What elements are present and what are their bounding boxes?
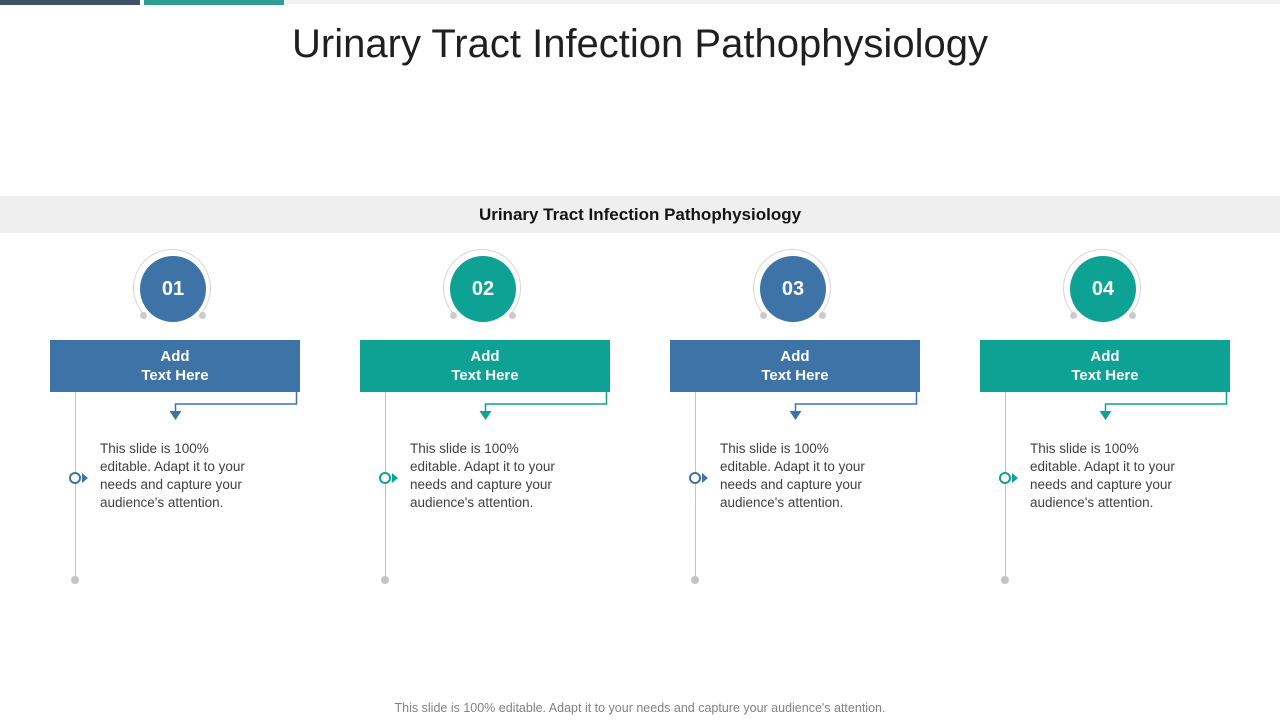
arc-dot-left [140,312,147,319]
timeline-line [1005,392,1006,580]
step-number-circle: 04 [1070,256,1136,322]
progress-arc [133,249,211,327]
marker-arrow-icon [1012,473,1018,483]
timeline-line [385,392,386,580]
step-description: This slide is 100% editable. Adapt it to… [720,441,865,510]
timeline-end-dot [381,576,389,584]
timeline-line [75,392,76,580]
connector-arrow [1099,392,1228,420]
add-text-box[interactable]: Add Text Here [50,340,300,392]
add-text-box[interactable]: Add Text Here [980,340,1230,392]
step-number: 02 [471,277,495,300]
add-text-box[interactable]: Add Text Here [670,340,920,392]
timeline-end-dot [71,576,79,584]
step-description: This slide is 100% editable. Adapt it to… [410,441,555,510]
timeline-line [695,392,696,580]
add-text-box[interactable]: Add Text Here [360,340,610,392]
section-banner: Urinary Tract Infection Pathophysiology [0,196,1280,233]
timeline-marker [689,472,701,484]
step-description: This slide is 100% editable. Adapt it to… [100,441,245,510]
marker-arrow-icon [392,473,398,483]
step-column-1: 01 Add Text Here This slide is 100% edit… [50,248,300,608]
add-text-label: Add Text Here [141,348,209,384]
banner-title: Urinary Tract Infection Pathophysiology [478,204,802,224]
timeline-end-dot [691,576,699,584]
topbar-segment-teal [144,0,284,5]
marker-arrow-icon [702,473,708,483]
arc-dot-left [1070,312,1077,319]
step-number: 04 [1091,277,1115,300]
step-column-3: 03 Add Text Here This slide is 100% edit… [670,248,920,608]
timeline-marker [999,472,1011,484]
connector-arrow [789,392,918,420]
step-column-2: 02 Add Text Here This slide is 100% edit… [360,248,610,608]
progress-arc [443,249,521,327]
connector-arrow [169,392,298,420]
step-number-circle: 02 [450,256,516,322]
timeline-marker [379,472,391,484]
step-description: This slide is 100% editable. Adapt it to… [1030,441,1175,510]
slide-title: Urinary Tract Infection Pathophysiology [292,22,988,66]
timeline-marker [69,472,81,484]
progress-arc [1063,249,1141,327]
step-number: 01 [161,277,185,300]
connector-arrow [479,392,608,420]
footer-note: This slide is 100% editable. Adapt it to… [394,701,886,715]
progress-arc [753,249,831,327]
topbar-segment-dark [0,0,140,5]
arc-dot-right [509,312,516,319]
arc-dot-right [1129,312,1136,319]
arc-dot-left [760,312,767,319]
arc-dot-right [819,312,826,319]
timeline-end-dot [1001,576,1009,584]
arc-dot-right [199,312,206,319]
step-number-circle: 03 [760,256,826,322]
add-text-label: Add Text Here [1071,348,1139,384]
arc-dot-left [450,312,457,319]
topbar-segment-light [284,0,1280,4]
step-number: 03 [781,277,805,300]
add-text-label: Add Text Here [761,348,829,384]
add-text-label: Add Text Here [451,348,519,384]
marker-arrow-icon [82,473,88,483]
step-number-circle: 01 [140,256,206,322]
step-column-4: 04 Add Text Here This slide is 100% edit… [980,248,1230,608]
